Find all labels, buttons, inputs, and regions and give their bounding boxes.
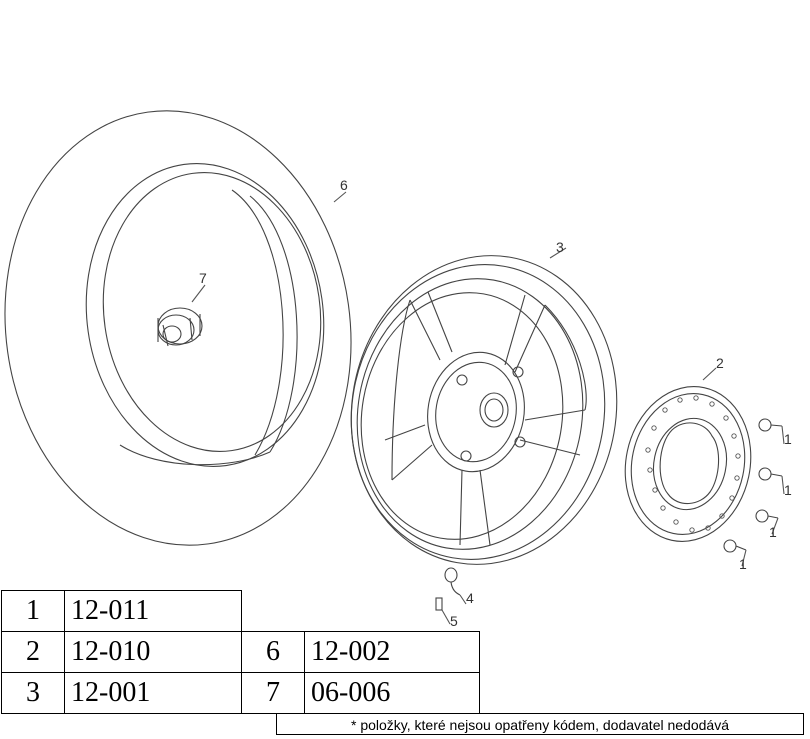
disc-bolts-drawing bbox=[723, 418, 783, 553]
table-row: 2 12-010 6 12-002 bbox=[1, 631, 480, 673]
part-number: 1 bbox=[1, 590, 65, 632]
callout-2: 2 bbox=[716, 355, 724, 371]
callout-1-d: 1 bbox=[739, 556, 747, 572]
part-number: 2 bbox=[1, 631, 65, 673]
callout-1-c: 1 bbox=[769, 524, 777, 540]
callout-3: 3 bbox=[556, 239, 564, 255]
rim-drawing bbox=[350, 255, 618, 565]
part-number: 7 bbox=[241, 672, 305, 714]
empty-cell bbox=[242, 591, 305, 632]
callout-4: 4 bbox=[466, 590, 474, 606]
callout-1-a: 1 bbox=[784, 431, 792, 447]
part-code: 12-010 bbox=[64, 631, 242, 673]
part-code: 12-011 bbox=[64, 590, 242, 632]
part-number: 3 bbox=[1, 672, 65, 714]
parts-code-table: 1 12-011 2 12-010 6 12-002 3 12-001 7 06… bbox=[1, 590, 480, 714]
footnote: * položky, které nejsou opatřeny kódem, … bbox=[276, 713, 804, 735]
callout-5: 5 bbox=[450, 613, 458, 629]
valve-drawing bbox=[435, 567, 461, 611]
brake-disc-drawing bbox=[624, 386, 752, 542]
callout-6: 6 bbox=[340, 177, 348, 193]
callout-1-b: 1 bbox=[784, 482, 792, 498]
table-row: 1 12-011 bbox=[1, 590, 480, 632]
part-code: 06-006 bbox=[304, 672, 480, 714]
part-code: 12-002 bbox=[304, 631, 480, 673]
disc-holes bbox=[645, 395, 741, 533]
axle-nut-drawing bbox=[157, 307, 203, 347]
tire-drawing bbox=[4, 110, 352, 546]
callout-7: 7 bbox=[199, 270, 207, 286]
empty-cell bbox=[305, 591, 480, 632]
part-number: 6 bbox=[241, 631, 305, 673]
table-row: 3 12-001 7 06-006 bbox=[1, 672, 480, 714]
part-code: 12-001 bbox=[64, 672, 242, 714]
callout-leaders bbox=[191, 191, 785, 625]
